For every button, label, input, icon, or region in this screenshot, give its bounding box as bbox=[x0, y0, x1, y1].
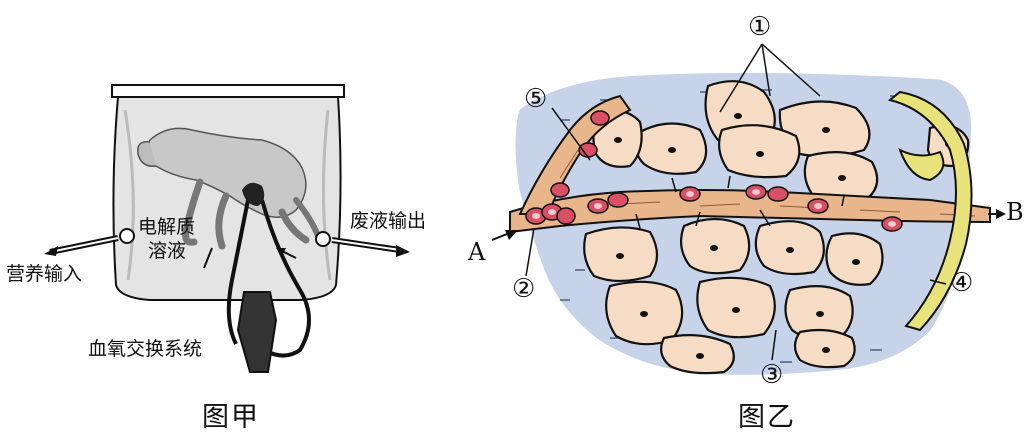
label-nutrient-input: 营养输入 bbox=[6, 265, 82, 284]
inlet-port bbox=[120, 229, 134, 243]
marker-3: ③ bbox=[760, 362, 783, 388]
arrow-b-head bbox=[996, 209, 1006, 219]
bag-top-bar bbox=[112, 85, 344, 97]
marker-1: ① bbox=[748, 14, 771, 40]
caption-figure-b: 图乙 bbox=[738, 404, 796, 431]
marker-2: ② bbox=[512, 276, 535, 302]
marker-4: ④ bbox=[950, 270, 973, 296]
label-electrolyte-line1: 电解质 bbox=[138, 218, 195, 237]
caption-figure-a: 图甲 bbox=[202, 404, 260, 431]
marker-5: ⑤ bbox=[524, 86, 547, 112]
outlet-port bbox=[316, 232, 330, 246]
label-b: B bbox=[1006, 200, 1024, 224]
oxygen-exchanger-device bbox=[238, 292, 276, 372]
label-waste-output: 废液输出 bbox=[350, 212, 426, 231]
label-electrolyte-line2: 溶液 bbox=[148, 242, 186, 261]
label-a: A bbox=[468, 240, 485, 264]
tissue-figure bbox=[492, 44, 1006, 374]
label-oxygen-system: 血氧交换系统 bbox=[88, 340, 202, 359]
